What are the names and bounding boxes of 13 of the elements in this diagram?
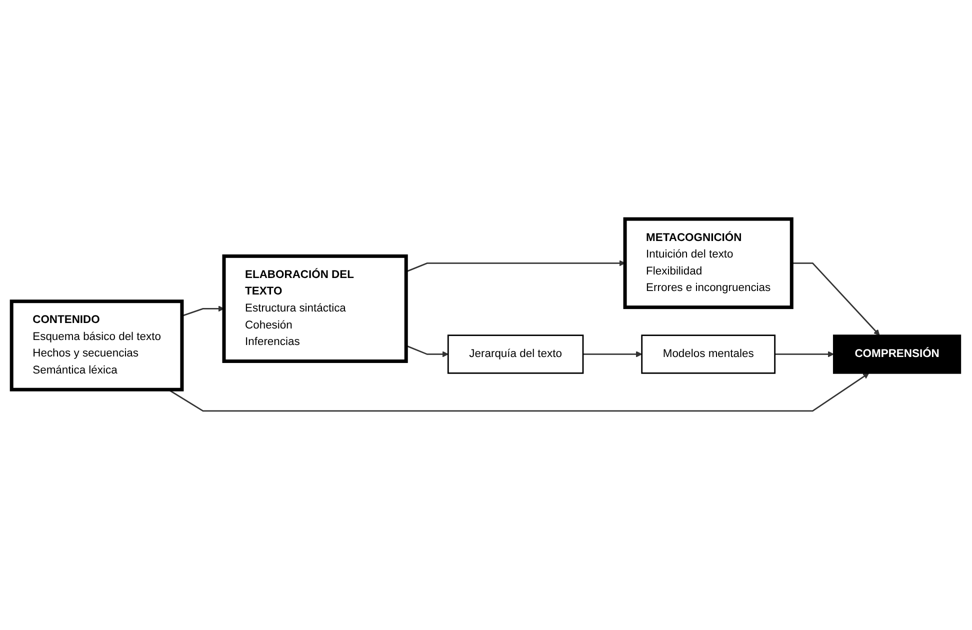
arrow bbox=[406, 345, 448, 358]
arrow bbox=[774, 351, 834, 358]
arrow bbox=[182, 306, 224, 317]
arrow bbox=[792, 262, 880, 336]
node-box: CONTENIDO Esquema básico del texto Hechos y secuencias Semántica léxica bbox=[10, 300, 184, 392]
arrow bbox=[583, 351, 642, 358]
arrow bbox=[168, 372, 870, 412]
node-box: Jerarquía del texto bbox=[447, 334, 584, 374]
arrow bbox=[406, 260, 626, 272]
node-box: METACOGNICIÓN Intuición del texto Flexibilidad Errores e incongruencias bbox=[623, 217, 794, 310]
node-box: Modelos mentales bbox=[641, 334, 776, 374]
node-box: ELABORACIÓN DEL TEXTO Estructura sintáctica Cohesión Inferencias bbox=[222, 254, 408, 363]
node-box: COMPRENSIÓN bbox=[832, 334, 962, 374]
